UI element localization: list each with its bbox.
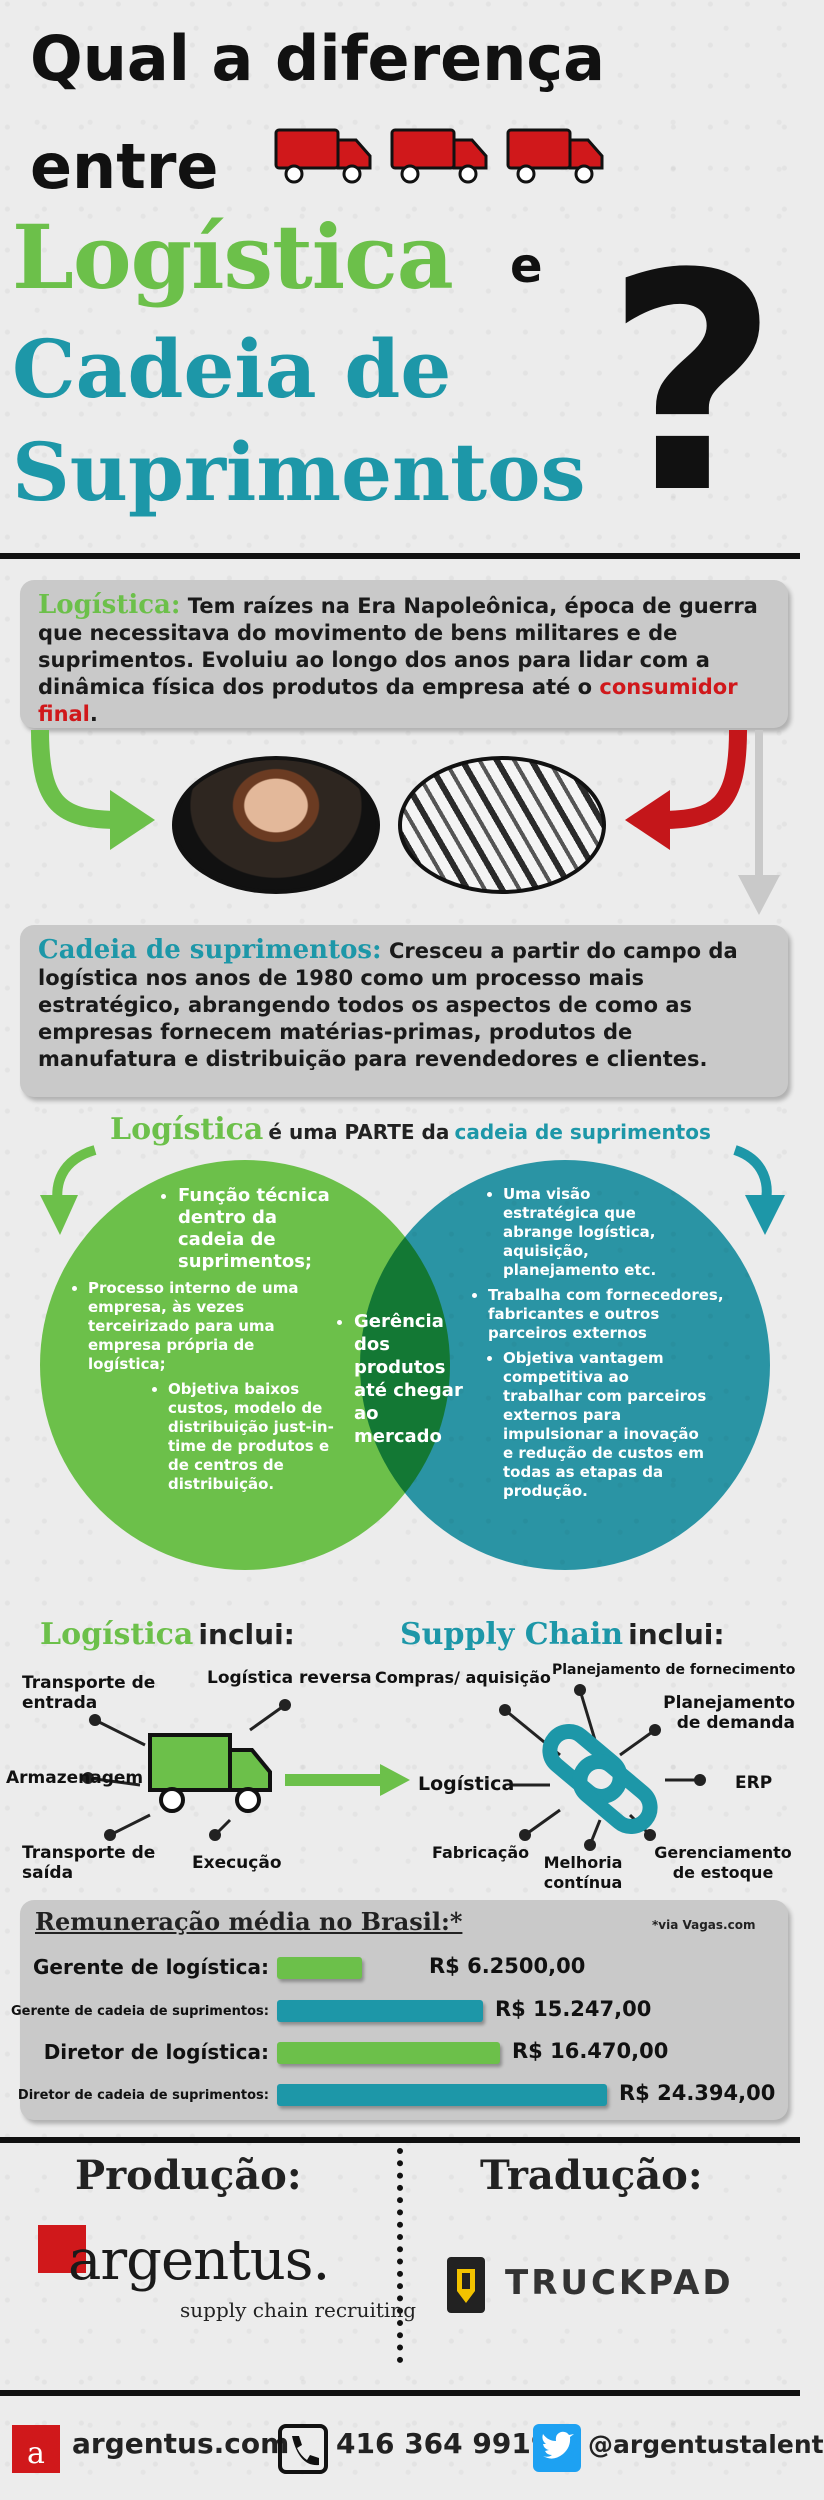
venn-right-item-2: Trabalha com fornecedores, fabricantes e… — [488, 1286, 733, 1343]
sc-item-planejamento-demanda: Planejamento de demanda — [663, 1693, 795, 1733]
sc-item-logistica: Logística — [418, 1773, 515, 1795]
salary-title: Remuneração média no Brasil:* — [35, 1907, 463, 1936]
venn-right-item-1: Uma visão estratégica que abrange logíst… — [503, 1185, 668, 1280]
divider-top — [0, 553, 800, 559]
supply-chain-includes-title: Supply Chain inclui: — [400, 1617, 725, 1652]
salary-bar-3 — [277, 2042, 500, 2064]
logistica-definition-box: Logística: Tem raízes na Era Napoleônica… — [20, 580, 788, 728]
venn-side-arrows — [40, 1145, 785, 1235]
argentus-logo-mark — [38, 2225, 86, 2273]
salary-label-4: Diretor de cadeia de suprimentos: — [17, 2088, 269, 2103]
question-mark: ? — [605, 210, 780, 559]
logistica-text-end: . — [89, 702, 98, 726]
title-suprimentos: Suprimentos — [12, 425, 586, 519]
venn-center-item: Gerência dos produtos até chegar ao merc… — [354, 1310, 465, 1448]
includes-diagram — [82, 1684, 706, 1851]
cadeia-text: Cresceu a partir do campo da logística n… — [38, 939, 738, 1071]
salary-value-3: R$ 16.470,00 — [512, 2039, 669, 2063]
traducao-label: Tradução: — [480, 2152, 703, 2199]
divider-credits — [0, 2137, 800, 2143]
supply-chain-includes-word: Supply Chain — [400, 1617, 624, 1652]
aerial-trucks-photo — [398, 756, 606, 894]
logistica-includes-word: Logística — [40, 1617, 194, 1652]
chain-link-icon — [542, 1724, 658, 1834]
salary-label-2: Gerente de cadeia de suprimentos: — [10, 2004, 269, 2019]
venn-heading: Logística é uma PARTE da cadeia de supri… — [110, 1112, 711, 1147]
credits-dotted-divider — [397, 2148, 403, 2363]
truckpad-logo-icon — [447, 2257, 485, 2313]
argentus-tagline: supply chain recruiting — [180, 2298, 416, 2322]
truckpad-logo: TRUCKPAD — [505, 2263, 734, 2303]
logistica-includes-title: Logística inclui: — [40, 1617, 295, 1652]
argentus-logo: argentus. — [68, 2228, 330, 2293]
venn-center-text: Gerência dos produtos até chegar ao merc… — [340, 1310, 465, 1454]
truck-icon — [148, 1733, 272, 1813]
salary-bar-1 — [277, 1957, 362, 1979]
logistica-text: Tem raízes na Era Napoleônica, época de … — [38, 594, 758, 699]
venn-left-text: Função técnica dentro da cadeia de supri… — [70, 1185, 360, 1500]
venn-heading-mid: é uma PARTE da — [268, 1120, 450, 1144]
log-item-logistica-reversa: Logística reversa — [207, 1668, 372, 1688]
sc-item-fabricacao: Fabricação — [432, 1843, 530, 1862]
title-e: e — [510, 238, 543, 294]
venn-heading-cadeia: cadeia de suprimentos — [454, 1120, 711, 1144]
sc-item-gerenciamento-estoque: Gerenciamento de estoque — [654, 1843, 792, 1882]
footer-phone[interactable]: 416 364 9919 — [336, 2427, 551, 2460]
salary-value-4: R$ 24.394,00 — [619, 2081, 776, 2105]
salary-bar-2 — [277, 2000, 483, 2022]
venn-heading-logistica: Logística — [110, 1112, 264, 1147]
log-item-execucao: Execução — [192, 1853, 282, 1873]
title-line-1: Qual a diferença — [30, 22, 605, 95]
footer-twitter[interactable]: @argentustalent — [588, 2430, 824, 2459]
footer-argentus-icon: a — [12, 2425, 60, 2473]
cadeia-term: Cadeia de suprimentos: — [38, 935, 382, 965]
twitter-icon — [533, 2424, 581, 2472]
sc-item-planejamento-fornecimento: Planejamento de fornecimento — [552, 1662, 796, 1678]
venn-left-item-3: Objetiva baixos custos, modelo de distri… — [168, 1380, 353, 1494]
napoleon-portrait — [172, 756, 380, 894]
salary-bar-4 — [277, 2084, 607, 2106]
title-logistica: Logística — [12, 205, 454, 309]
cadeia-definition-box: Cadeia de suprimentos: Cresceu a partir … — [20, 925, 788, 1097]
venn-right-text: Uma visão estratégica que abrange logíst… — [470, 1185, 750, 1507]
salary-value-2: R$ 15.247,00 — [495, 1997, 652, 2021]
venn-circle-supply-chain — [360, 1160, 770, 1570]
divider-footer — [0, 2390, 800, 2396]
log-item-armazenagem: Armazenagem — [6, 1768, 144, 1788]
venn-left-item-2: Processo interno de uma empresa, às veze… — [88, 1279, 328, 1374]
venn-right-item-3: Objetiva vantagem competitiva ao trabalh… — [503, 1349, 708, 1501]
phone-icon — [278, 2424, 328, 2474]
venn-left-item-1: Função técnica dentro da cadeia de supri… — [178, 1185, 338, 1273]
arrows-row — [31, 729, 780, 915]
sc-item-compras: Compras/ aquisição — [375, 1668, 551, 1687]
logistica-includes-suffix: inclui: — [198, 1618, 295, 1651]
sc-item-melhoria: Melhoria contínua — [543, 1853, 623, 1892]
sc-item-erp: ERP — [735, 1773, 773, 1793]
log-item-transporte-entrada: Transporte de entrada — [22, 1673, 156, 1713]
supply-chain-includes-suffix: inclui: — [628, 1618, 725, 1651]
title-cadeia: Cadeia de — [12, 322, 452, 416]
logistica-term: Logística: — [38, 590, 181, 620]
truck-icons — [274, 128, 604, 184]
consumidor-final-highlight: consumidor final — [38, 675, 738, 726]
title-line-2: entre — [30, 130, 219, 203]
salary-label-3: Diretor de logística: — [43, 2040, 269, 2064]
log-item-transporte-saida: Transporte de saída — [22, 1843, 156, 1883]
salary-value-1: R$ 6.2500,00 — [429, 1954, 586, 1978]
salary-source: *via Vagas.com — [652, 1918, 756, 1932]
producao-label: Produção: — [75, 2152, 302, 2199]
footer-website[interactable]: argentus.com — [72, 2427, 290, 2460]
salary-label-1: Gerente de logística: — [32, 1955, 269, 1979]
